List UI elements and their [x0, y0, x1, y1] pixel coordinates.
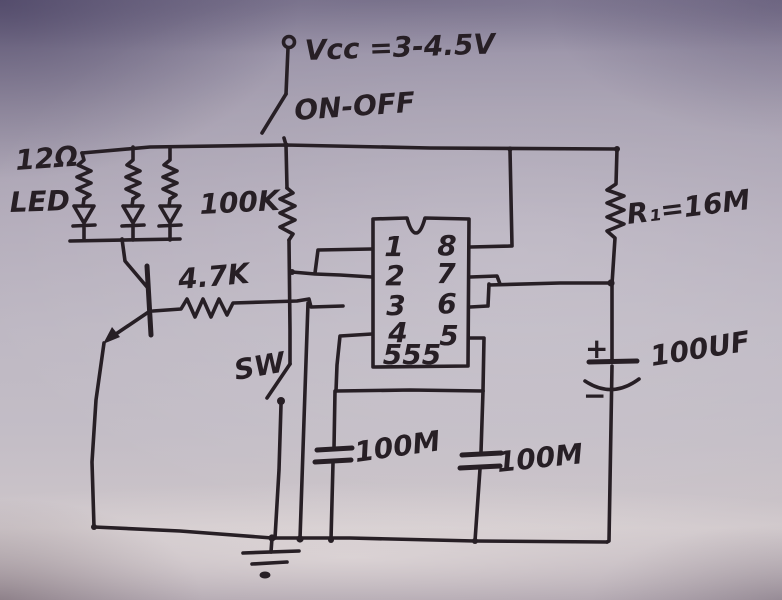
cap-plate-curved [583, 377, 641, 392]
pin-4: 4 [387, 316, 407, 349]
cap1-label: 100M [352, 424, 442, 469]
wire [473, 467, 482, 543]
led-icon [71, 197, 97, 242]
resistor-zigzag [605, 147, 626, 286]
pin-8: 8 [437, 229, 456, 262]
pin-5: 5 [439, 319, 458, 352]
pin-3: 3 [386, 289, 405, 322]
vcc-terminal: Vcc =3-4.5V [281, 27, 498, 96]
resistor-zigzag [124, 145, 142, 201]
led-icon [120, 197, 146, 242]
led-bus-wire [68, 237, 182, 243]
cap2-label: 100M [495, 437, 584, 479]
transistor [90, 237, 154, 529]
switch-lever [260, 92, 288, 135]
wire [479, 389, 485, 454]
ground-dot [259, 571, 271, 579]
vcc-label: Vcc =3-4.5V [304, 27, 498, 67]
ground-symbol [241, 536, 301, 579]
cap-100uf: + − 100UF [583, 282, 752, 544]
pin6-wire [468, 282, 491, 309]
cap-node-wire [334, 388, 485, 393]
pin8-wire [468, 148, 514, 249]
emitter-arrow-icon [103, 327, 120, 344]
cap-100uf-label: 100UF [648, 325, 752, 373]
led-label: LED [9, 184, 70, 219]
on-off-switch: ON-OFF [260, 86, 416, 190]
ic-555: 1 2 3 4 8 7 6 5 555 [371, 216, 471, 371]
cap-plus-sign: + [585, 332, 608, 365]
resistor-100k: 100K [199, 184, 297, 366]
pin7-wire [468, 274, 613, 287]
pin4-wire [334, 332, 374, 393]
r100k-label: 100K [199, 184, 283, 221]
pin-2: 2 [385, 259, 404, 292]
switch-contact-dot [277, 397, 285, 405]
junction-dots [91, 142, 620, 544]
cap-minus-sign: − [583, 379, 606, 412]
ic-body [371, 216, 471, 369]
wire [287, 238, 292, 366]
led-bank: 12Ω LED [9, 140, 183, 243]
pin1-wire [313, 247, 374, 275]
cap-plate-straight [586, 358, 640, 365]
pin-wires-right [468, 148, 613, 393]
cap-100n-a: 100M [312, 389, 443, 542]
sw-switch: SW [231, 345, 292, 540]
pin-wires-left [290, 247, 485, 541]
switch-lever [265, 362, 292, 400]
transistor-base-bar [144, 263, 154, 338]
pin2-wire [290, 270, 374, 279]
wire [329, 461, 335, 542]
pin-1: 1 [384, 230, 403, 263]
r1-label: R₁=16M [625, 183, 752, 231]
wire [332, 389, 337, 450]
resistor-4k7: 4.7K [151, 257, 345, 319]
resistor-r1: R₁=16M [605, 147, 752, 286]
pin3-node-down-wire [298, 301, 310, 541]
led-icon [157, 197, 183, 242]
wire [273, 403, 283, 540]
led-resistor-label: 12Ω [14, 140, 79, 177]
on-off-label: ON-OFF [293, 86, 416, 127]
pin-6: 6 [437, 287, 456, 320]
resistor-zigzag [75, 151, 93, 201]
wire [284, 46, 290, 96]
collector-wire [120, 237, 149, 289]
r4k7-label: 4.7K [176, 257, 253, 296]
ground-bar-2 [250, 560, 289, 566]
bottom-rail-wire [92, 525, 609, 544]
cap-100n-b: 100M [457, 389, 585, 543]
cap-plates [457, 450, 504, 471]
emitter-down-wire [90, 341, 106, 529]
pin5-wire [468, 336, 486, 393]
resistor-zigzag [161, 145, 179, 201]
terminal-circle-icon [281, 34, 297, 50]
pin-7: 7 [436, 257, 456, 290]
resistor-zigzag [278, 186, 297, 242]
ic-label: 555 [383, 338, 441, 371]
top-rail-wire [80, 143, 619, 155]
resistor-zigzag [151, 297, 345, 319]
ground-bar-1 [241, 549, 301, 555]
cap-plates [312, 445, 355, 465]
right-rail-wire [605, 282, 614, 544]
